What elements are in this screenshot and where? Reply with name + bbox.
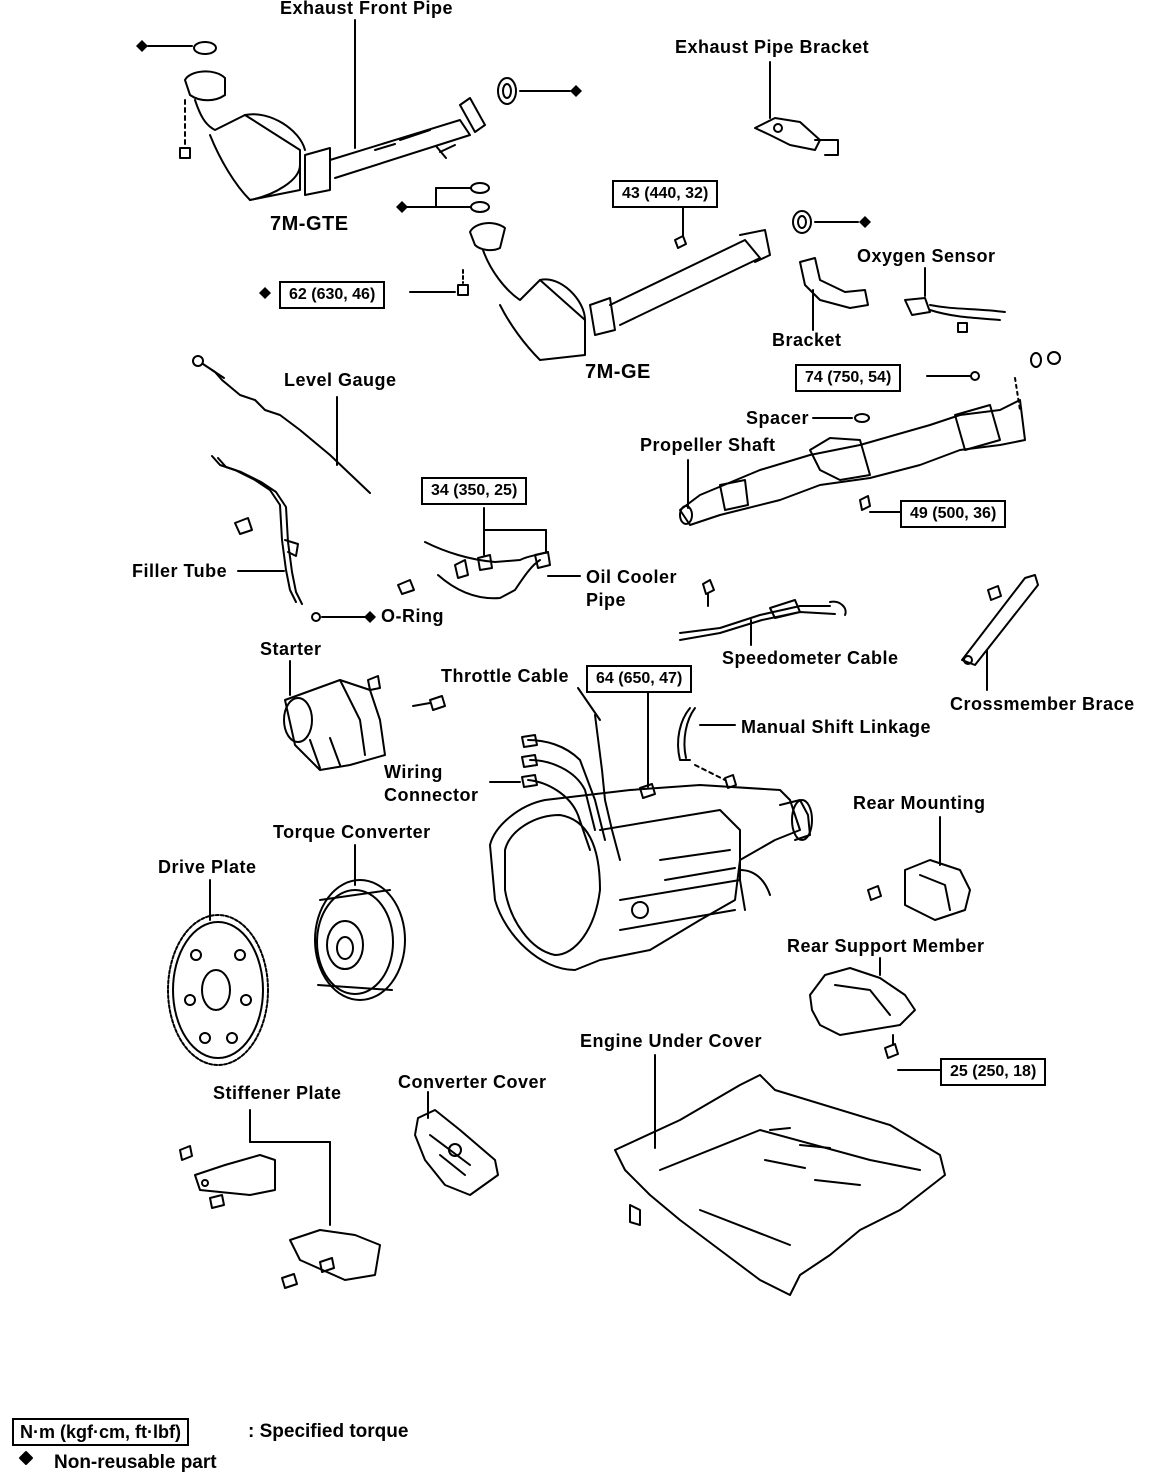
torque-spec-74: 74 (750, 54) <box>795 364 902 392</box>
label-o-ring: O-Ring <box>381 606 444 626</box>
level-gauge-drawing <box>193 356 370 493</box>
oil-cooler-pipe-drawing <box>398 508 580 598</box>
engine-under-cover-drawing <box>615 1055 945 1295</box>
label-level-gauge: Level Gauge <box>284 370 397 390</box>
label-filler-tube: Filler Tube <box>132 561 228 581</box>
label-wiring-connector-line1: Wiring <box>384 762 443 782</box>
label-wiring-connector-line2: Connector <box>384 785 479 805</box>
label-oil-cooler-pipe-line2: Pipe <box>586 590 627 610</box>
label-rear-mounting: Rear Mounting <box>853 793 986 813</box>
propeller-shaft-drawing <box>680 352 1060 525</box>
legend-torque-description: : Specified torque <box>248 1421 409 1442</box>
transmission-drawing <box>490 785 812 970</box>
manual-shift-linkage-drawing <box>678 708 736 788</box>
label-model-7m-ge: 7M-GE <box>585 361 651 383</box>
legend-nonreusable-description: Non-reusable part <box>54 1452 217 1473</box>
label-propeller-shaft: Propeller Shaft <box>640 435 776 455</box>
label-oil-cooler-pipe-line1: Oil Cooler <box>586 567 678 587</box>
throttle-cable-wiring-drawing <box>490 688 655 860</box>
legend-torque-unit-box: N·m (kgf·cm, ft·lbf) <box>12 1418 189 1446</box>
label-drive-plate: Drive Plate <box>158 857 257 877</box>
torque-spec-64: 64 (650, 47) <box>586 665 693 693</box>
drive-plate-drawing <box>168 880 268 1065</box>
label-bracket: Bracket <box>772 330 842 350</box>
rear-mounting-drawing <box>868 817 970 920</box>
label-spacer: Spacer <box>746 408 810 428</box>
label-engine-under-cover: Engine Under Cover <box>580 1031 763 1051</box>
torque-spec-62: 62 (630, 46) <box>279 281 386 309</box>
filler-tube-drawing <box>212 456 366 621</box>
label-rear-support-member: Rear Support Member <box>787 936 985 956</box>
label-torque-converter: Torque Converter <box>273 822 431 842</box>
label-exhaust-pipe-bracket: Exhaust Pipe Bracket <box>675 37 870 57</box>
exhaust-front-pipe-7mgte-drawing <box>148 20 570 200</box>
rear-support-member-drawing <box>810 958 940 1070</box>
label-speedometer-cable: Speedometer Cable <box>722 648 899 668</box>
label-throttle-cable: Throttle Cable <box>441 666 570 686</box>
torque-converter-drawing <box>315 845 405 1000</box>
label-converter-cover: Converter Cover <box>398 1072 547 1092</box>
label-oxygen-sensor: Oxygen Sensor <box>857 246 996 266</box>
exhaust-pipe-bracket-drawing <box>755 62 838 155</box>
torque-spec-25: 25 (250, 18) <box>940 1058 1047 1086</box>
stiffener-plate-drawing <box>180 1110 380 1288</box>
label-stiffener-plate: Stiffener Plate <box>213 1083 342 1103</box>
legend-diamond-icon <box>20 1452 32 1464</box>
torque-spec-43: 43 (440, 32) <box>612 180 719 208</box>
label-exhaust-front-pipe: Exhaust Front Pipe <box>280 0 454 18</box>
starter-drawing <box>284 661 445 770</box>
label-starter: Starter <box>260 639 322 659</box>
label-manual-shift-linkage: Manual Shift Linkage <box>741 717 932 737</box>
torque-spec-49: 49 (500, 36) <box>900 500 1007 528</box>
crossmember-brace-drawing <box>962 575 1038 690</box>
speedometer-cable-drawing <box>680 580 846 645</box>
oxygen-sensor-bracket-drawing <box>800 258 1005 332</box>
torque-spec-34: 34 (350, 25) <box>421 477 528 505</box>
label-model-7m-gte: 7M-GTE <box>270 213 349 235</box>
label-crossmember-brace: Crossmember Brace <box>950 694 1135 714</box>
converter-cover-drawing <box>415 1092 498 1195</box>
exhaust-front-pipe-7mge-drawing <box>406 183 858 360</box>
